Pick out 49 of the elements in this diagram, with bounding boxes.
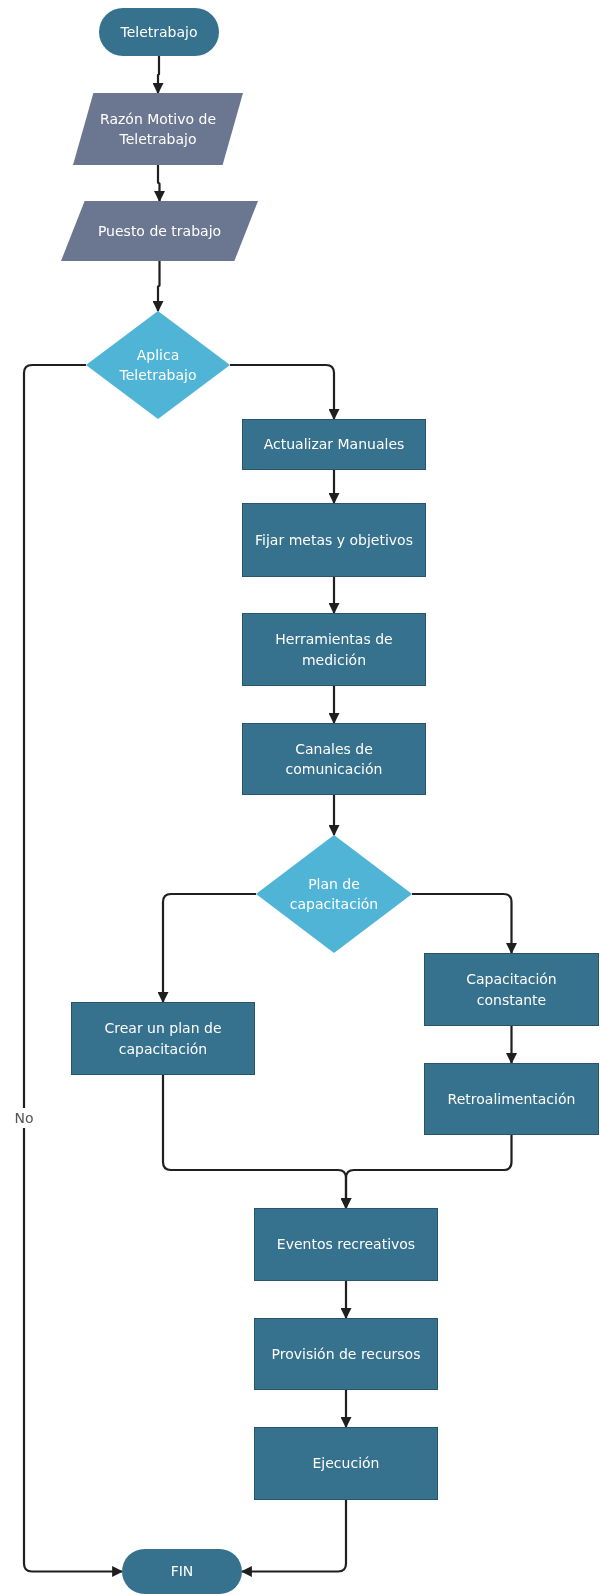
process-box — [424, 953, 599, 1026]
process-box — [242, 723, 426, 795]
arrow — [328, 686, 340, 725]
node-label: Ejecución — [312, 1454, 380, 1474]
arrow — [328, 470, 340, 505]
node-label: Fijar metas y objetivos — [255, 530, 413, 550]
edge-label: No — [14, 1108, 34, 1129]
arrow — [157, 892, 256, 1004]
node-label: Actualizar Manuales — [263, 435, 405, 455]
arrow — [340, 1390, 352, 1429]
node-label: Eventos recreativos — [276, 1235, 416, 1255]
arrow — [506, 1026, 517, 1065]
node-label: Retroalimentación — [447, 1089, 576, 1109]
process-box — [242, 419, 426, 470]
node-label: Crear un plan de capacitación — [103, 1019, 223, 1059]
node-label: Teletrabajo — [120, 22, 198, 42]
process-box — [254, 1208, 438, 1281]
arrow — [154, 165, 165, 203]
decision-diamond — [256, 835, 412, 953]
terminal-pill — [99, 8, 219, 56]
node-label: Provisión de recursos — [271, 1344, 421, 1364]
decision-diamond — [86, 311, 230, 419]
arrow — [328, 577, 340, 615]
node-label: Herramientas de medición — [274, 630, 394, 670]
data-parallelogram — [73, 93, 243, 165]
process-box — [424, 1063, 599, 1135]
arrow — [152, 261, 164, 313]
node-label: Capacitación constante — [465, 970, 558, 1010]
process-box — [71, 1002, 255, 1075]
data-parallelogram — [61, 201, 258, 261]
node-label: Aplica Teletrabajo — [118, 345, 198, 385]
process-box — [254, 1427, 438, 1500]
arrow — [152, 56, 164, 95]
arrow — [230, 363, 340, 421]
arrow — [340, 1135, 513, 1210]
arrow — [412, 892, 517, 955]
node-label: Plan de capacitación — [288, 874, 380, 914]
arrow — [22, 363, 124, 1577]
arrow — [340, 1281, 352, 1320]
node-label: Puesto de trabajo — [97, 221, 222, 241]
process-box — [242, 503, 426, 577]
arrow — [328, 795, 340, 837]
node-label: FIN — [170, 1562, 194, 1582]
terminal-pill — [122, 1549, 242, 1594]
process-box — [242, 613, 426, 686]
node-label: Razón Motivo de Teletrabajo — [98, 109, 218, 149]
node-label: Canales de comunicación — [284, 739, 384, 779]
arrow — [240, 1500, 348, 1577]
process-box — [254, 1318, 438, 1390]
